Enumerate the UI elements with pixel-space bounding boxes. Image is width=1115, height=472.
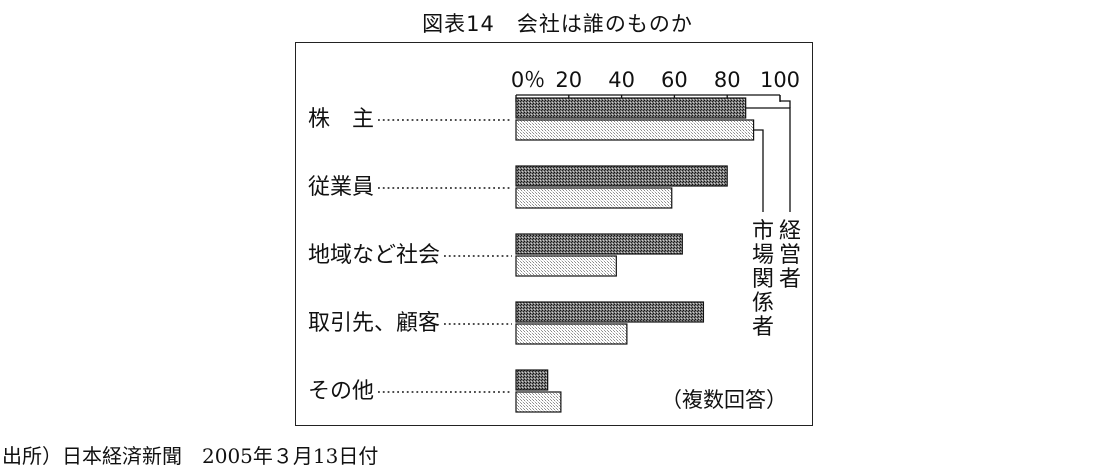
annotation-multiple-answers: （複数回答） (661, 388, 787, 412)
source-note: 出所）日本経済新聞 2005年３月13日付 (2, 444, 379, 468)
x-tick-label: 80 (714, 68, 741, 92)
legend-label: 経営者 (779, 219, 801, 292)
x-tick-label: 60 (661, 68, 688, 92)
category-label: 株 主 (308, 107, 374, 132)
chart-frame: 0％ 20 40 60 80 100 株 主従業員地域など社会取引先、顧客その他 経営者市… (295, 42, 813, 426)
bar-market-3 (515, 323, 628, 345)
category-label: 従業員 (308, 175, 374, 200)
category-label: 地域など社会 (308, 243, 440, 268)
legend-bracket (780, 100, 791, 108)
x-tick-label: 40 (608, 68, 635, 92)
legend-label: 市場関係者 (752, 219, 774, 340)
bar-market-2 (515, 255, 617, 277)
bar-market-0 (515, 119, 755, 141)
bar-management-4 (515, 369, 549, 391)
bar-management-1 (515, 165, 728, 187)
x-tick-label: 0％ (511, 68, 545, 92)
category-label: その他 (308, 379, 374, 404)
x-tick-label: 100 (760, 68, 800, 92)
x-tick-label: 20 (555, 68, 582, 92)
category-label: 取引先、顧客 (308, 311, 440, 336)
bar-management-2 (515, 233, 683, 255)
bar-management-0 (515, 97, 747, 119)
legend-leader-line (753, 129, 764, 212)
bar-market-4 (515, 391, 562, 413)
bar-market-1 (515, 187, 673, 209)
figure-title: 図表14 会社は誰のものか (422, 12, 693, 36)
bar-management-3 (515, 301, 705, 323)
